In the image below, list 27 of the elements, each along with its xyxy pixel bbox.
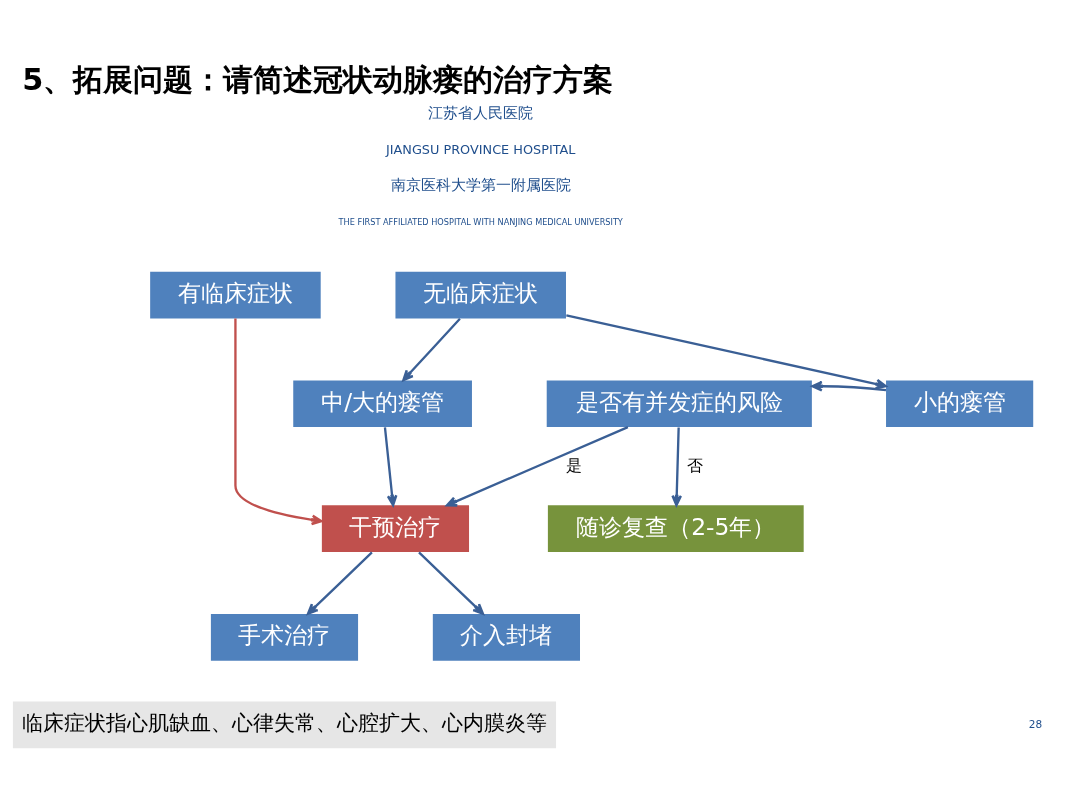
caption: 临床症状指心肌缺血、心律失常、心腔扩大、心内膜炎等 (21, 709, 547, 735)
node-box: 干预治疗 (321, 504, 470, 552)
node-box: 有临床症状 (150, 271, 321, 318)
edge-label: 是 (566, 455, 583, 475)
node-box: 随诊复查（2-5年） (547, 504, 804, 552)
arrow (418, 551, 485, 615)
label: JIANGSU PROVINCE HOSPITAL (385, 141, 576, 157)
arrow (811, 380, 887, 392)
arrow (234, 318, 323, 525)
node-box: 小的瘘管 (886, 379, 1034, 427)
label: THE FIRST AFFILIATED HOSPITAL WITH NANJING MEDICAL UNIVERSITY (338, 216, 623, 227)
label: 南京医科大学第一附属医院 (390, 175, 571, 194)
arrow (566, 313, 887, 389)
arrow (383, 426, 398, 506)
arrow (445, 425, 629, 507)
node-box: 是否有并发症的风险 (546, 379, 812, 427)
label: 28 (1028, 717, 1043, 730)
node-box: 手术治疗 (210, 613, 359, 661)
diagram-title: 5、拓展问题：请简述冠状动脉瘘的治疗方案 (22, 61, 614, 97)
label: 江苏省人民医院 (428, 103, 534, 122)
arrow (306, 551, 373, 615)
edge-label: 否 (686, 455, 703, 475)
arrow (671, 426, 683, 506)
node-box: 无临床症状 (395, 271, 566, 318)
arrow (402, 317, 461, 381)
node-box: 介入封堵 (432, 613, 580, 661)
node-box: 中/大的瘘管 (293, 379, 472, 427)
